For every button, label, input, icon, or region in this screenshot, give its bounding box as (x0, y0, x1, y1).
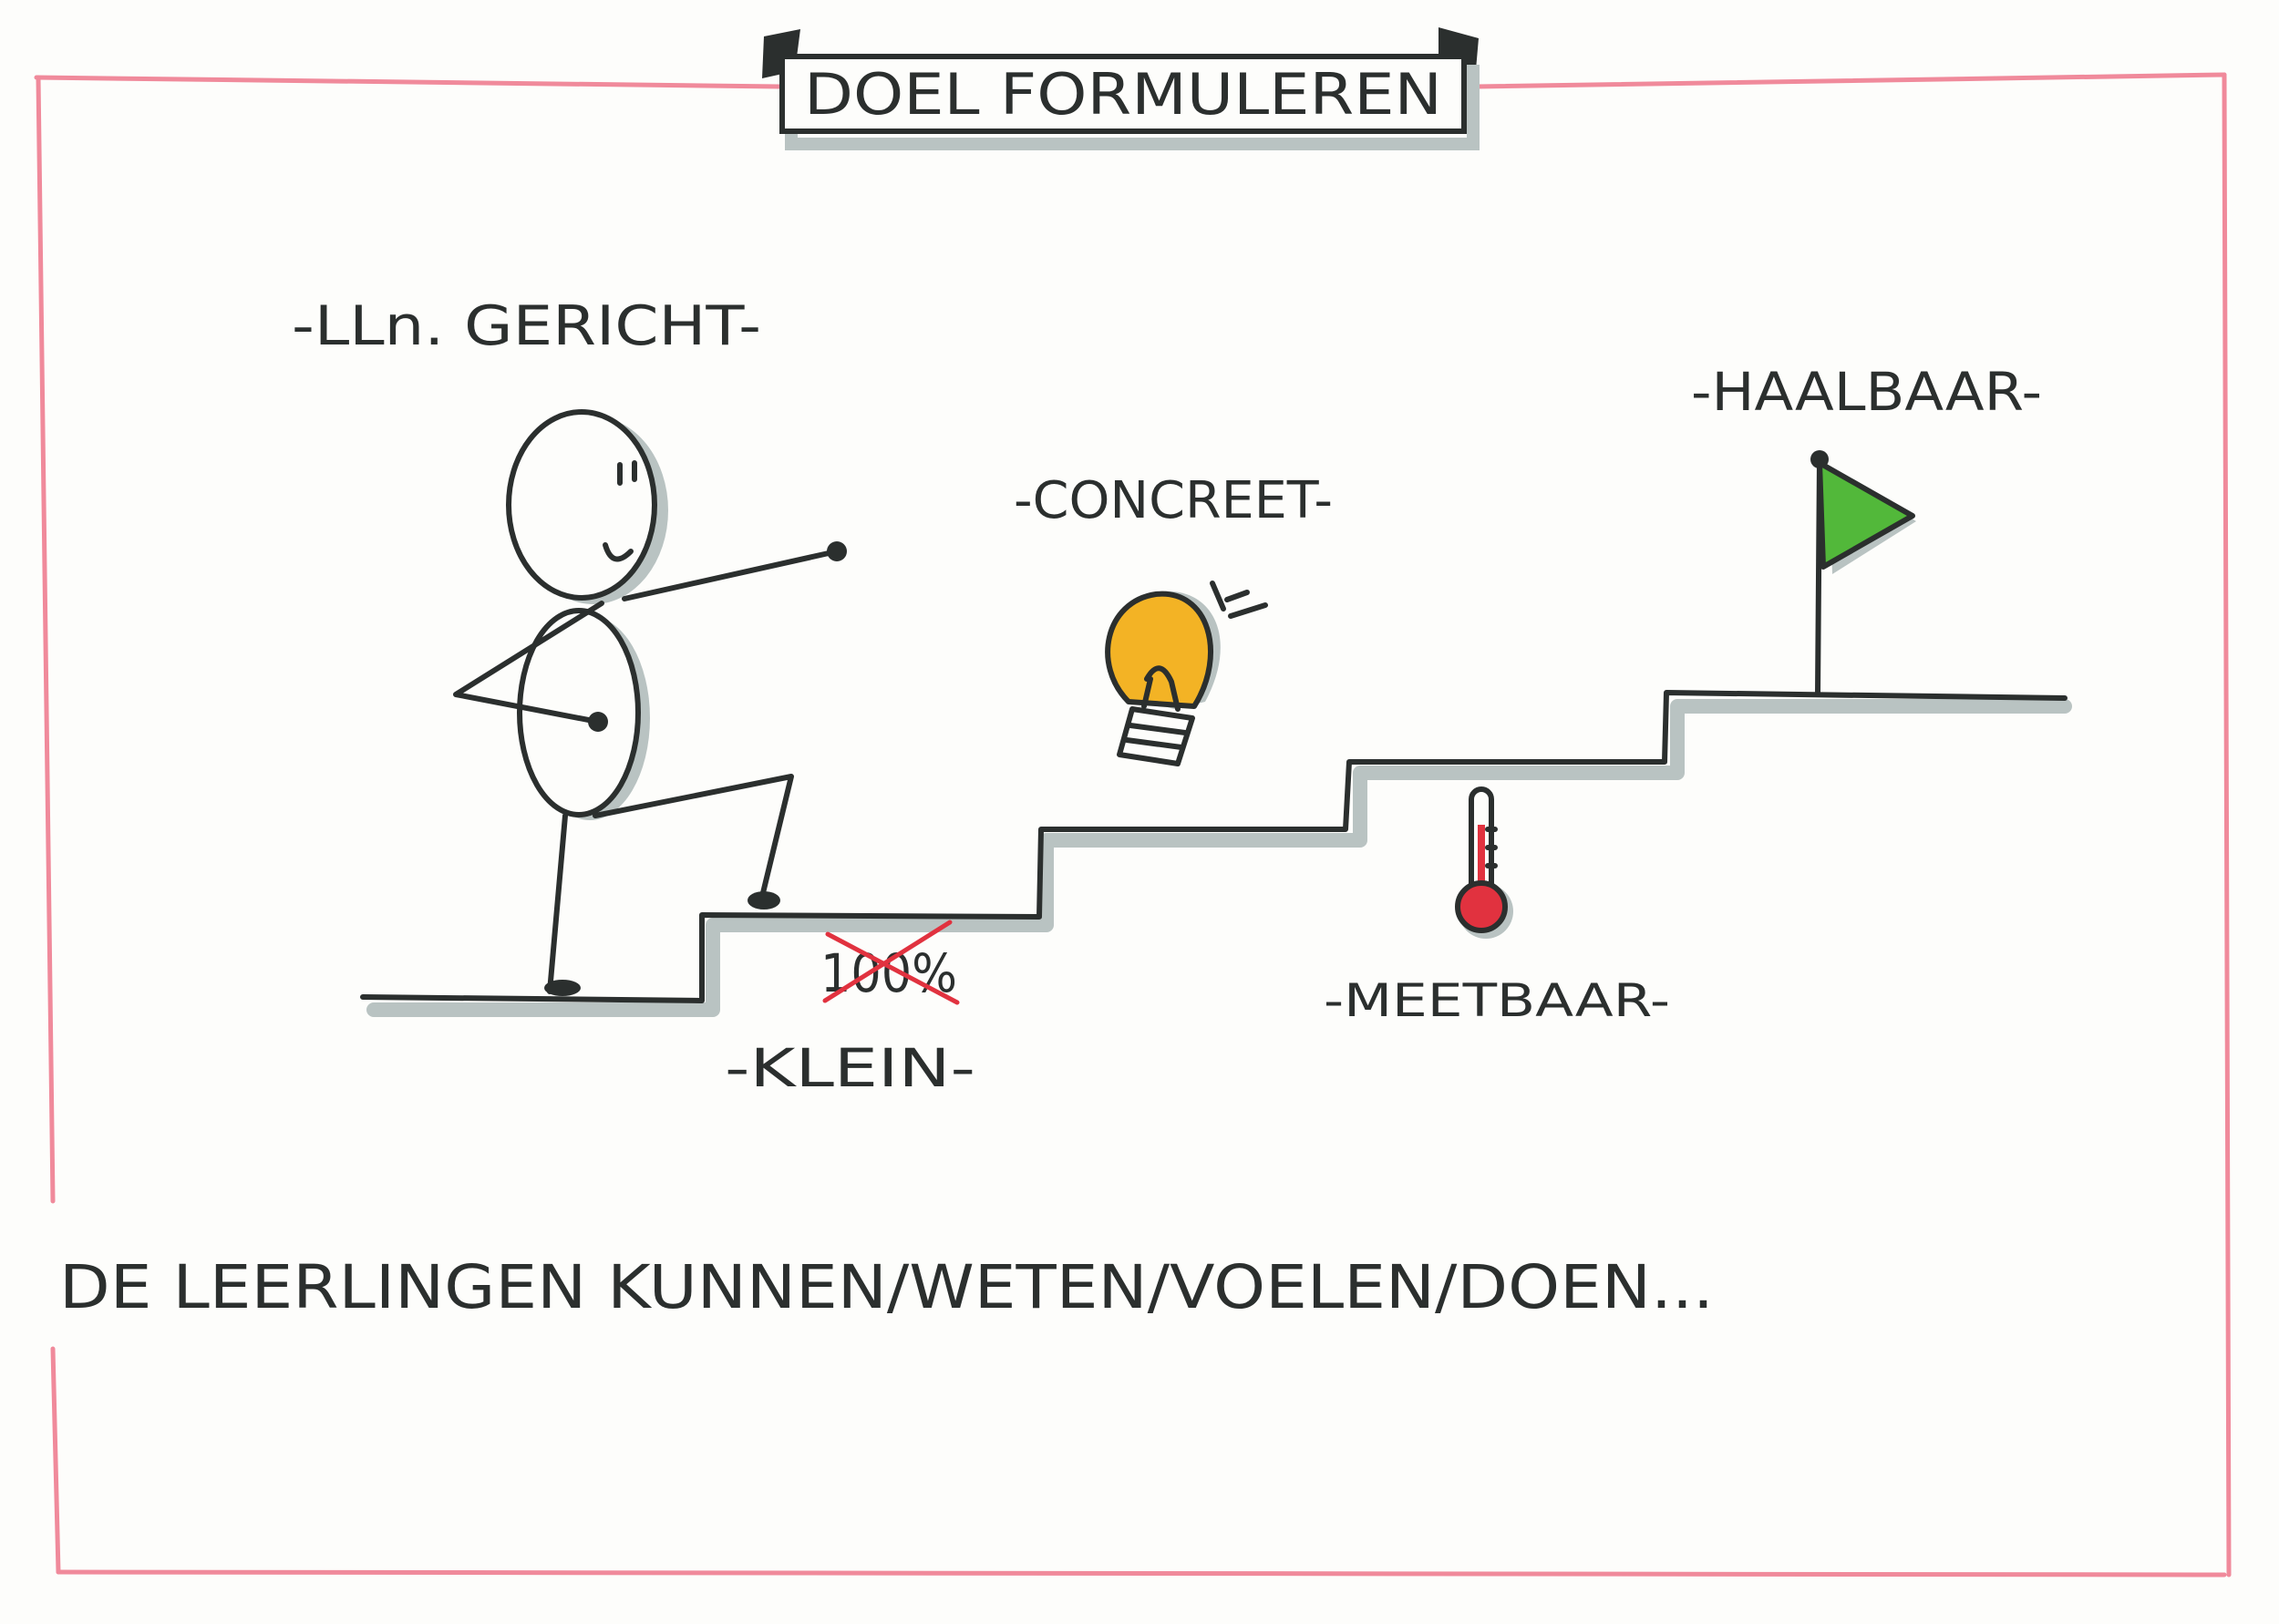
title-box: DOEL FORMULEREN (762, 27, 1479, 144)
stick-figure (456, 412, 847, 996)
label-small: -KLEIN- (725, 1037, 975, 1099)
crossed-out-label: 100% (820, 922, 957, 1004)
crossed-out-percentage: 100% (820, 942, 957, 1004)
label-concrete: -CONCREET- (1014, 471, 1333, 530)
page-title: DOEL FORMULEREN (804, 61, 1442, 128)
lightbulb-icon (1108, 583, 1265, 764)
label-measurable: -MEETBAAR- (1324, 974, 1670, 1027)
label-student-centered: -LLn. GERICHT- (292, 294, 761, 358)
label-achievable: -HAALBAAR- (1691, 361, 2042, 423)
goal-sentence: DE LEERLINGEN KUNNEN/WETEN/VOELEN/DOEN..… (59, 1252, 1714, 1322)
thermometer-icon (1458, 789, 1513, 939)
flag-icon (1810, 450, 1916, 694)
